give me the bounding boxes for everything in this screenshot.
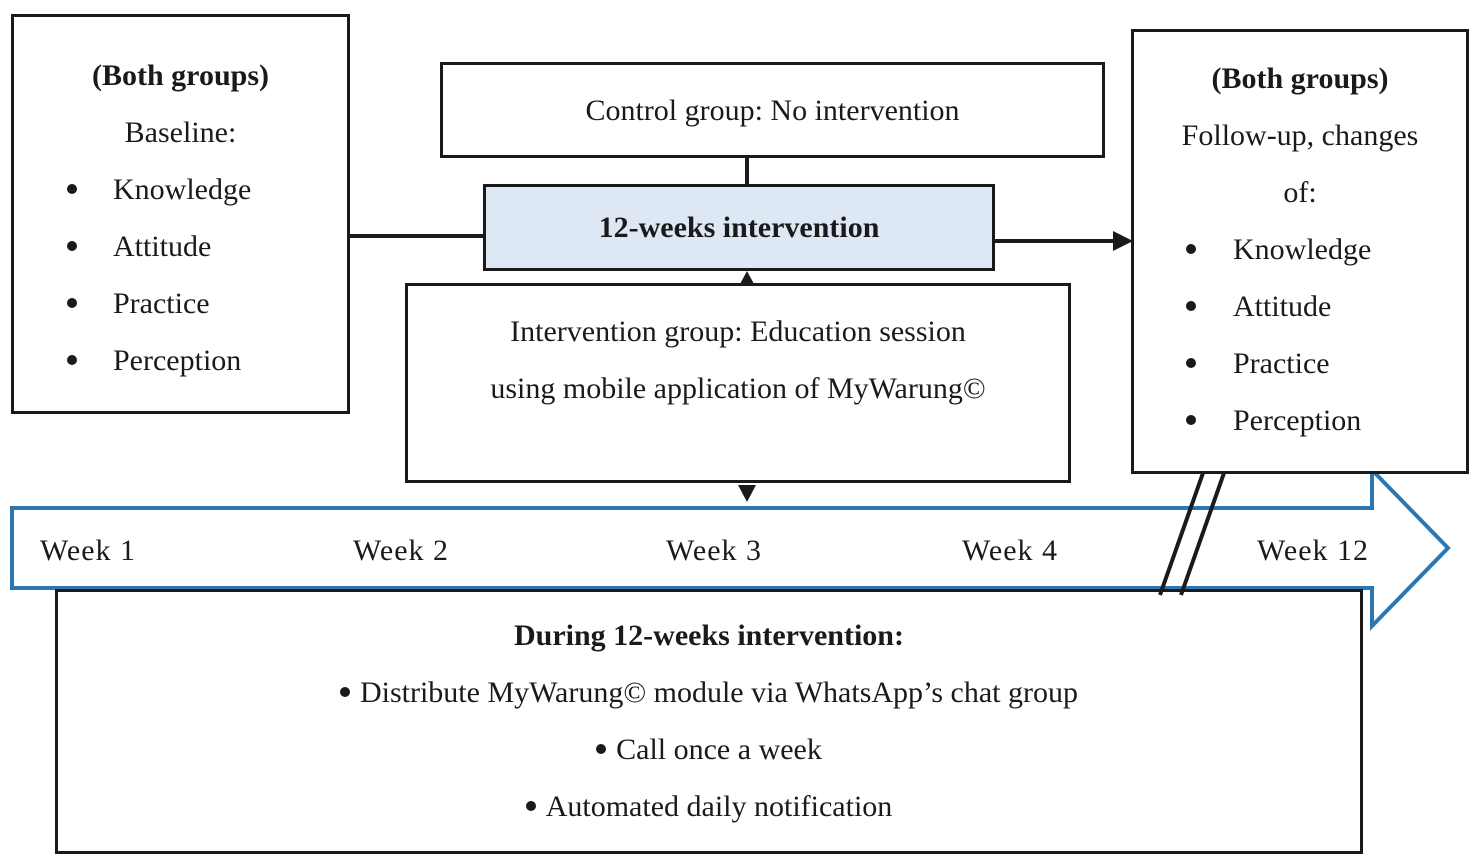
- timeline-break-mark-2: [1179, 472, 1226, 596]
- baseline-item: Practice: [14, 275, 347, 332]
- intervention-group-line: using mobile application of MyWarung©: [490, 372, 986, 405]
- during-item: Call once a week: [58, 721, 1360, 778]
- timeline-week-label: Week 1: [40, 534, 137, 567]
- bullet-icon: [67, 298, 77, 308]
- followup-item: Attitude: [1134, 278, 1466, 335]
- baseline-item-label: Knowledge: [113, 173, 252, 206]
- bullet-icon: [1186, 244, 1196, 254]
- baseline-item: Attitude: [14, 218, 347, 275]
- followup-item-label: Attitude: [1233, 290, 1332, 323]
- followup-item: Practice: [1134, 335, 1466, 392]
- intervention-group-box: Intervention group: Education session us…: [405, 283, 1071, 483]
- during-item: Automated daily notification: [58, 778, 1360, 835]
- bullet-icon: [1186, 301, 1196, 311]
- followup-item-label: Perception: [1233, 404, 1362, 437]
- timeline-week-label: Week 2: [353, 534, 450, 567]
- followup-box: (Both groups) Follow-up, changes of: Kno…: [1131, 29, 1469, 474]
- baseline-item: Knowledge: [14, 161, 347, 218]
- intervention-group-line: Intervention group: Education session: [510, 315, 966, 348]
- baseline-item-label: Perception: [113, 344, 242, 377]
- intgroup-down-arrowhead: [738, 485, 756, 502]
- bullet-icon: [67, 355, 77, 365]
- bullet-icon: [67, 241, 77, 251]
- timeline-week-label: Week 3: [666, 534, 763, 567]
- during-item-label: Distribute MyWarung© module via WhatsApp…: [359, 676, 1079, 709]
- timeline-break-mark-1: [1158, 472, 1205, 596]
- during-item-label: Call once a week: [616, 733, 822, 766]
- bullet-icon: [1186, 358, 1196, 368]
- bullet-icon: [596, 744, 607, 755]
- baseline-sub-label: Baseline:: [124, 116, 237, 149]
- baseline-item-label: Practice: [113, 287, 210, 320]
- baseline-group-label: (Both groups): [92, 59, 269, 92]
- followup-arrowhead: [1113, 231, 1133, 251]
- intgroup-up-arrowhead: [740, 271, 754, 284]
- followup-item: Perception: [1134, 392, 1466, 449]
- baseline-box: (Both groups) Baseline: Knowledge Attitu…: [11, 14, 350, 414]
- followup-sub-label: Follow-up, changes: [1181, 119, 1419, 152]
- followup-group-label: (Both groups): [1211, 62, 1389, 95]
- followup-item-label: Knowledge: [1233, 233, 1372, 266]
- control-group-box: Control group: No intervention: [440, 62, 1105, 158]
- timeline-arrow: [10, 465, 1451, 631]
- followup-list: Knowledge Attitude Practice Perception: [1134, 221, 1466, 449]
- bullet-icon: [1186, 415, 1196, 425]
- followup-item: Knowledge: [1134, 221, 1466, 278]
- bullet-icon: [525, 801, 536, 812]
- baseline-item: Perception: [14, 332, 347, 389]
- followup-item-label: Practice: [1233, 347, 1330, 380]
- baseline-item-label: Attitude: [113, 230, 212, 263]
- control-group-text: Control group: No intervention: [585, 93, 960, 127]
- intervention-box: 12-weeks intervention: [483, 184, 995, 271]
- baseline-list: Knowledge Attitude Practice Perception: [14, 161, 347, 389]
- during-item-label: Automated daily notification: [545, 790, 893, 823]
- intervention-title: 12-weeks intervention: [598, 211, 880, 244]
- bullet-icon: [67, 184, 77, 194]
- timeline-week-label: Week 4: [962, 534, 1059, 567]
- during-item: Distribute MyWarung© module via WhatsApp…: [58, 664, 1360, 721]
- timeline-week-label: Week 12: [1257, 534, 1370, 567]
- followup-sub-label: of:: [1283, 176, 1317, 209]
- during-intervention-box: During 12-weeks intervention: Distribute…: [55, 589, 1363, 854]
- during-title: During 12-weeks intervention:: [514, 619, 904, 652]
- bullet-icon: [339, 687, 350, 698]
